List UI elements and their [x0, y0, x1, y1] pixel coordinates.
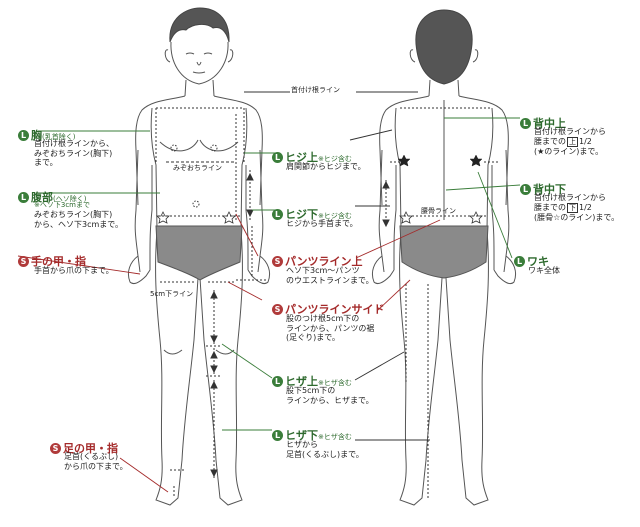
back-right-leg	[445, 229, 489, 506]
back-star-right	[469, 154, 483, 167]
back-right-arm	[491, 149, 510, 273]
forearm-desc: ヒジから手首まで。	[286, 219, 358, 228]
pants-side-desc: 股のつけ根5cm下のラインから、パンツの裾(足ぐり)まで。	[286, 314, 375, 343]
pants-line-desc: ヘソ下3cm〜パンツのウエストラインまで。	[286, 266, 374, 285]
thigh-desc: 股下5cm下のラインから、ヒザまで。	[286, 386, 374, 405]
back-left-leg	[399, 229, 443, 506]
five-cm-line-label: 5cm下ライン	[150, 290, 194, 298]
chest-desc: 首付け根ラインから、みぞおちライン(胸下)まで。	[34, 139, 114, 168]
laser-badge: L	[18, 130, 29, 141]
front-head	[170, 41, 229, 85]
back-star-left	[397, 154, 411, 167]
laser-badge: L	[18, 192, 29, 203]
back-left-arm	[378, 149, 397, 273]
back-briefs	[399, 225, 489, 279]
front-left-arm	[134, 149, 153, 273]
armpit-desc: ワキ全体	[528, 266, 560, 275]
back-head	[415, 9, 473, 85]
front-briefs	[155, 225, 243, 281]
abdomen-desc: みぞおちライン(胸下)から、ヘソ下3cmまで。	[34, 210, 123, 229]
upper-arm-desc: 肩関節からヒジまで。	[286, 162, 366, 171]
hand-desc: 手首から爪の下まで。	[34, 266, 114, 275]
front-torso	[135, 95, 263, 206]
neck-line-label: 首付け根ライン	[291, 86, 340, 94]
front-hair	[169, 7, 230, 43]
back-torso	[379, 95, 509, 206]
waist-line-back-label: 腰骨ライン	[421, 207, 456, 215]
foot-desc: 足首(くるぶし)から爪の下まで。	[64, 452, 128, 471]
front-figure	[127, 7, 271, 506]
abdomen-note: ※ヘソ下3cmまで	[34, 201, 90, 209]
front-left-leg	[155, 229, 199, 506]
mizoochi-line-label: みぞおちライン	[173, 164, 222, 172]
skin-badge: S	[18, 256, 29, 267]
skin-badge: S	[50, 443, 61, 454]
shin-desc: ヒザから足首(くるぶし)まで。	[286, 440, 364, 459]
back-figure	[371, 9, 517, 506]
front-right-leg	[199, 229, 243, 506]
